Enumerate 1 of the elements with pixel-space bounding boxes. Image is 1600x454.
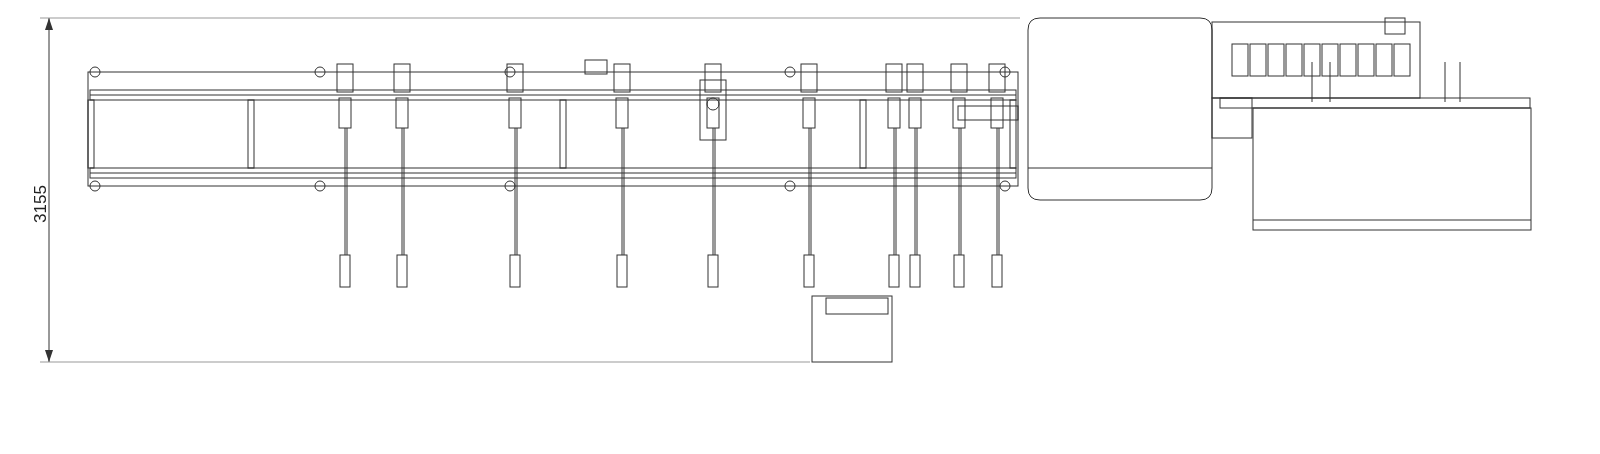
dimension-value: 3155 — [30, 185, 51, 223]
